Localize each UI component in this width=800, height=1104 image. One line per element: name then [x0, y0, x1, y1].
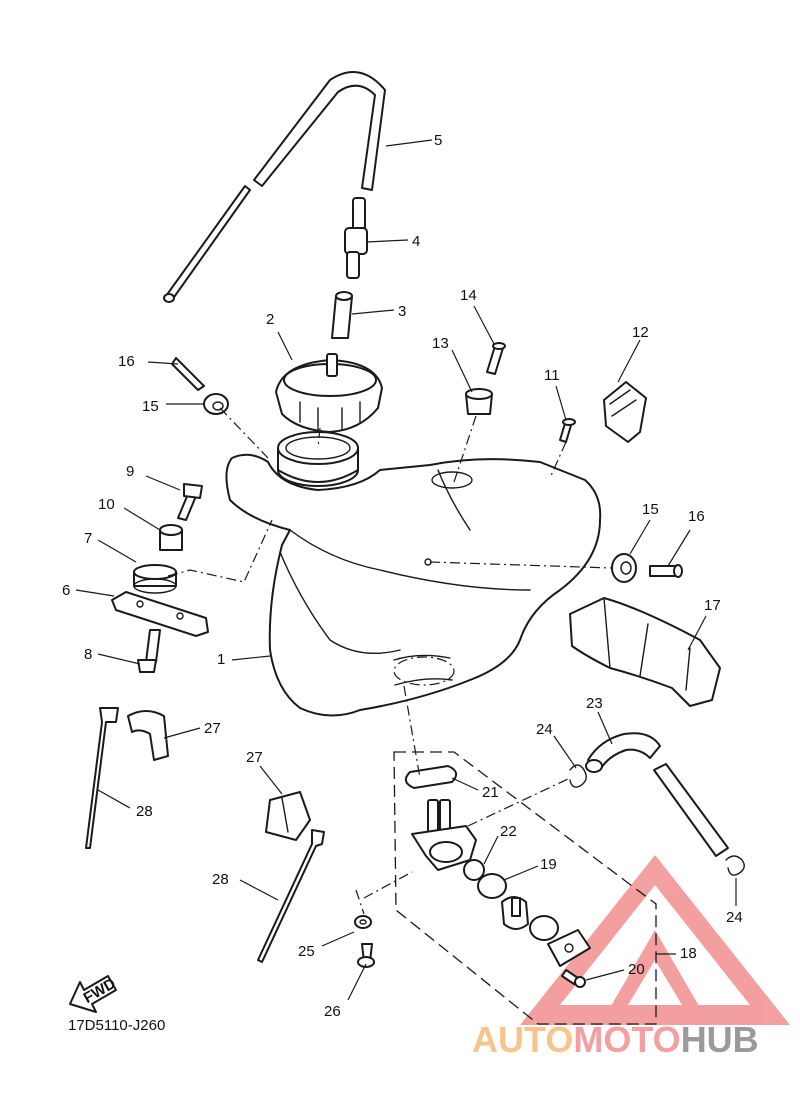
callout-24-lower: 24	[726, 909, 743, 926]
bracket-6	[111, 591, 209, 637]
callout-3: 3	[398, 303, 406, 320]
screw-26	[357, 943, 375, 968]
damper-15-left	[203, 393, 229, 415]
callout-13: 13	[432, 335, 449, 352]
holder-27-upper	[127, 710, 169, 761]
bolt-16-left	[171, 357, 205, 391]
assembly-lines	[167, 407, 613, 915]
band-28-upper	[85, 707, 119, 849]
lever-assy	[501, 896, 559, 941]
callout-2: 2	[266, 311, 274, 328]
callout-27-lower: 27	[246, 749, 263, 766]
callout-28-upper: 28	[136, 803, 153, 820]
callout-23: 23	[586, 695, 603, 712]
damper-13	[465, 388, 493, 415]
hose-joint	[344, 197, 368, 279]
damper-7	[133, 564, 177, 594]
callout-6: 6	[62, 582, 70, 599]
callout-12: 12	[632, 324, 649, 341]
callout-22: 22	[500, 823, 517, 840]
callout-15-left: 15	[142, 398, 159, 415]
callout-19: 19	[540, 856, 557, 873]
callout-7: 7	[84, 530, 92, 547]
o-ring-19	[477, 873, 507, 899]
callout-16-right: 16	[688, 508, 705, 525]
damper-15-right	[611, 553, 637, 583]
callout-16-left: 16	[118, 353, 135, 370]
callout-18: 18	[680, 945, 697, 962]
callout-20: 20	[628, 961, 645, 978]
dashed-box-18	[393, 751, 657, 1025]
leader-lines	[75, 139, 737, 1001]
filler-neck	[277, 431, 359, 487]
holder-27-lower	[265, 791, 311, 841]
callout-1: 1	[217, 651, 225, 668]
callout-21: 21	[482, 784, 499, 801]
callout-17: 17	[704, 597, 721, 614]
collar-10	[159, 524, 183, 551]
callout-15-right: 15	[642, 501, 659, 518]
callout-28-lower: 28	[212, 871, 229, 888]
washer-25	[354, 915, 372, 929]
callout-4: 4	[412, 233, 420, 250]
clip-24-upper	[569, 764, 587, 788]
bolt-8	[137, 629, 161, 673]
band-28-lower	[257, 829, 325, 963]
watermark-hub: HUB	[681, 1019, 759, 1060]
callout-8: 8	[84, 646, 92, 663]
fuel-tank	[225, 453, 602, 717]
diagram-code: 17D5110-J260	[68, 1017, 165, 1034]
callout-5: 5	[434, 132, 442, 149]
bolt-14	[486, 342, 506, 375]
callout-24-upper: 24	[536, 721, 553, 738]
hose-23	[585, 732, 729, 857]
bolt-9	[177, 483, 203, 521]
strainer-22	[463, 859, 485, 881]
gasket-21	[404, 765, 458, 789]
callout-14: 14	[460, 287, 477, 304]
clip-24-lower	[725, 855, 745, 876]
callout-26: 26	[324, 1003, 341, 1020]
callout-9: 9	[126, 463, 134, 480]
callout-11: 11	[544, 367, 560, 384]
callout-25: 25	[298, 943, 315, 960]
watermark-moto: MOTO	[573, 1019, 680, 1060]
watermark-text: AUTOMOTOHUB	[472, 1019, 759, 1060]
fuel-cap	[275, 353, 383, 433]
clamp-12	[603, 381, 647, 443]
fwd-arrow-icon: FWD	[69, 975, 119, 1013]
callout-10: 10	[98, 496, 115, 513]
pad-17	[569, 597, 721, 707]
fuel-cock-body	[411, 799, 477, 871]
screw-11	[559, 418, 576, 443]
breather-hose	[163, 71, 386, 303]
callout-27-upper: 27	[204, 720, 221, 737]
watermark-logo	[520, 855, 790, 1025]
callouts: 1 2 3 4 5 6 7 8 9 10 11 12 13 14 15 15 1…	[62, 132, 743, 1020]
plate-20	[547, 929, 591, 988]
short-hose	[331, 291, 353, 339]
bolt-16-right	[649, 564, 683, 578]
watermark-auto: AUTO	[472, 1019, 573, 1060]
